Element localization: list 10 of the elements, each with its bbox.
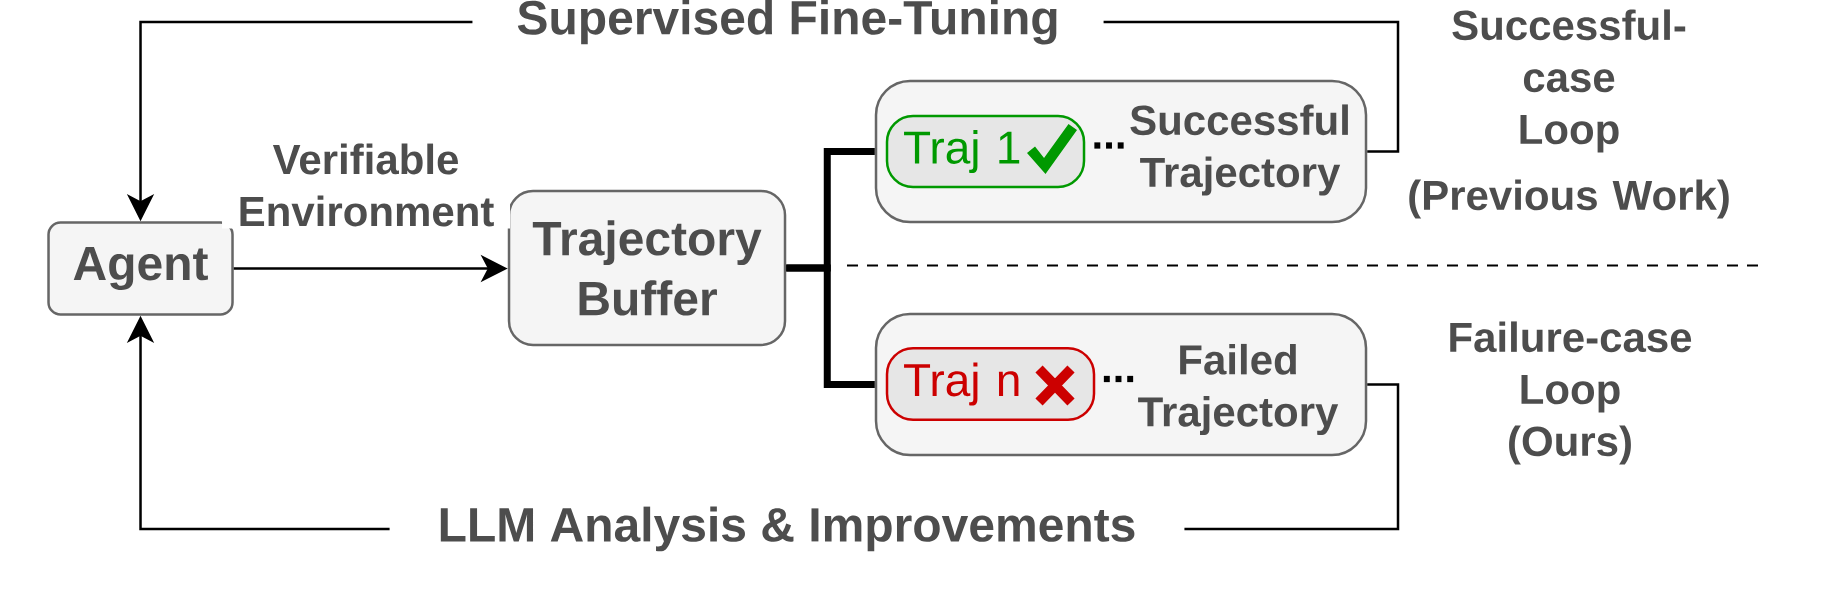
- edge-label: LLM Analysis & Improvements: [389, 504, 1185, 554]
- edge-label: Verifiable Environment: [222, 141, 510, 229]
- process-box: Agent: [47, 221, 234, 316]
- side-label: (Previous Work): [1409, 179, 1729, 219]
- status-pill: Traj n: [885, 347, 1096, 421]
- edge-label: Supervised Fine-Tuning: [472, 0, 1104, 47]
- process-box: Trajectory Buffer: [507, 189, 787, 347]
- status-pill: Traj 1: [885, 114, 1086, 189]
- side-label: Failure-case Loop (Ours): [1450, 321, 1692, 465]
- side-label: Successful-case Loop: [1452, 9, 1686, 153]
